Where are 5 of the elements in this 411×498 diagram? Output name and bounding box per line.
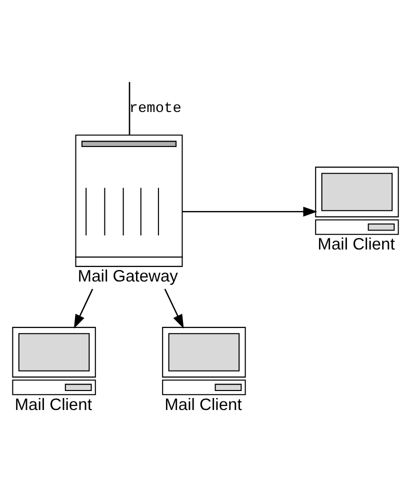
node-label: Mail Gateway	[78, 266, 178, 286]
node-label: Mail Client	[318, 234, 395, 254]
node-label: Mail Client	[14, 394, 92, 414]
node-label: Mail Client	[164, 394, 242, 414]
edge-label: remote	[129, 101, 182, 118]
